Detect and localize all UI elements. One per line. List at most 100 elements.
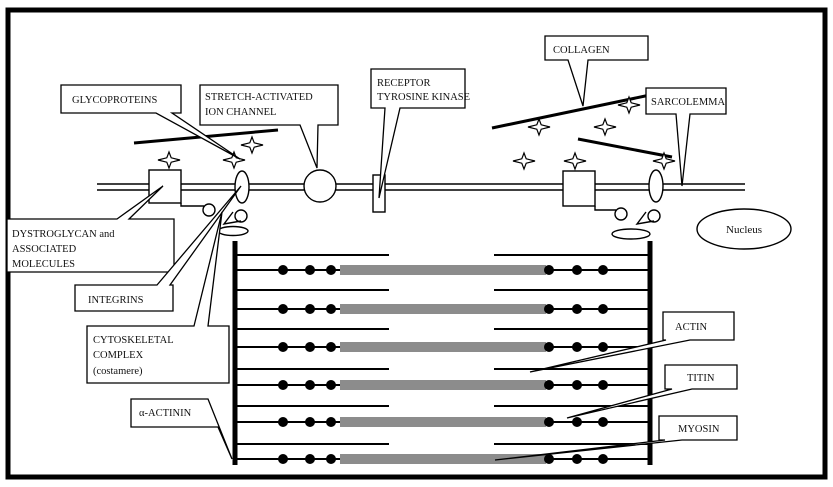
label-dystroglycan-1: DYSTROGLYCAN and xyxy=(12,229,115,240)
label-dystroglycan-2: ASSOCIATED xyxy=(12,244,77,255)
crossbridge-dot xyxy=(326,342,336,352)
myosin-filament xyxy=(340,265,546,275)
crossbridge-dot xyxy=(544,304,554,314)
stretch-channel xyxy=(303,169,337,203)
glycoprotein-stars xyxy=(157,95,676,171)
costamere-circle-right-1 xyxy=(614,207,628,221)
membrane-proteins xyxy=(148,169,664,240)
label-myosin: MYOSIN xyxy=(678,424,720,435)
callouts xyxy=(6,35,738,461)
crossbridge-dot xyxy=(598,342,608,352)
label-titin: TITIN xyxy=(687,373,715,384)
costamere-circle-left-2 xyxy=(234,209,248,223)
myosin-filament xyxy=(340,304,546,314)
crossbridge-dot xyxy=(544,342,554,352)
myosin-filament xyxy=(340,342,546,352)
receptor-callout xyxy=(370,68,466,199)
stretch-channel-callout xyxy=(199,84,339,169)
crossbridge-dot xyxy=(544,454,554,464)
crossbridge-dot xyxy=(305,380,315,390)
label-receptor-2: TYROSINE KINASE xyxy=(377,92,470,103)
glycoprotein-star-icon xyxy=(157,150,181,170)
crossbridge-dot xyxy=(305,417,315,427)
crossbridge-dot xyxy=(544,265,554,275)
crossbridge-dot xyxy=(544,417,554,427)
costamere-disc-left xyxy=(217,225,249,237)
label-actinin: α-ACTININ xyxy=(139,408,192,419)
actinin-callout xyxy=(130,398,233,460)
actin-callout xyxy=(529,311,735,373)
glycoprotein-star-icon xyxy=(222,150,246,170)
crossbridge-dot xyxy=(572,417,582,427)
crossbridge-dot xyxy=(305,454,315,464)
sarcolemma-callout xyxy=(645,87,727,187)
label-integrins: INTEGRINS xyxy=(88,295,144,306)
sarcomere-rows xyxy=(237,254,648,464)
label-cytoskeletal-2: COMPLEX xyxy=(93,350,144,361)
integrin-left xyxy=(234,170,250,204)
z-discs xyxy=(232,241,653,465)
label-sarcolemma: SARCOLEMMA xyxy=(651,97,726,108)
crossbridge-dot xyxy=(598,454,608,464)
crossbridge-dot xyxy=(326,380,336,390)
dystroglycan-right xyxy=(562,170,596,207)
crossbridge-dot xyxy=(278,454,288,464)
glycoprotein-star-icon xyxy=(512,151,536,171)
label-glycoproteins: GLYCOPROTEINS xyxy=(72,95,157,106)
dystroglycan-callout xyxy=(6,185,175,273)
integrin-right xyxy=(648,169,664,203)
myosin-callout xyxy=(494,415,738,461)
myosin-filament xyxy=(340,380,546,390)
crossbridge-dot xyxy=(326,454,336,464)
myosin-filament xyxy=(340,417,546,427)
crossbridge-dot xyxy=(598,265,608,275)
crossbridge-dot xyxy=(598,417,608,427)
costamere-circle-left-1 xyxy=(202,203,216,217)
crossbridge-dot xyxy=(278,342,288,352)
label-stretch-2: ION CHANNEL xyxy=(205,107,276,118)
crossbridge-dot xyxy=(572,304,582,314)
cytoskeletal-callout xyxy=(86,211,230,384)
crossbridge-dot xyxy=(572,265,582,275)
crossbridge-dot xyxy=(278,304,288,314)
crossbridge-dot xyxy=(598,304,608,314)
crossbridge-dot xyxy=(572,342,582,352)
label-collagen: COLLAGEN xyxy=(553,45,610,56)
glycoprotein-star-icon xyxy=(240,135,264,155)
labels: COLLAGEN GLYCOPROTEINS STRETCH-ACTIVATED… xyxy=(12,45,762,435)
label-stretch-1: STRETCH-ACTIVATED xyxy=(205,92,313,103)
glycoprotein-star-icon xyxy=(527,117,551,137)
crossbridge-dot xyxy=(544,380,554,390)
myosin-filament xyxy=(340,454,546,464)
glycoproteins-callout xyxy=(60,84,241,160)
costamere-circle-right-2 xyxy=(647,209,661,223)
label-cytoskeletal-1: CYTOSKELETAL xyxy=(93,335,174,346)
crossbridge-dot xyxy=(305,342,315,352)
crossbridge-dot xyxy=(572,454,582,464)
glycoprotein-star-icon xyxy=(593,117,617,137)
dystroglycan-left xyxy=(148,169,182,204)
collagen-callout xyxy=(544,35,649,107)
crossbridge-dot xyxy=(572,380,582,390)
crossbridge-dot xyxy=(326,417,336,427)
sarcolemma-membrane xyxy=(97,183,745,191)
glycoprotein-star-icon xyxy=(563,151,587,171)
label-dystroglycan-3: MOLECULES xyxy=(12,259,75,270)
titin-callout xyxy=(566,364,738,419)
crossbridge-dot xyxy=(598,380,608,390)
label-receptor-1: RECEPTOR xyxy=(377,78,430,89)
integrins-callout xyxy=(74,185,242,312)
crossbridge-dot xyxy=(305,304,315,314)
crossbridge-dot xyxy=(326,265,336,275)
crossbridge-dot xyxy=(326,304,336,314)
label-nucleus: Nucleus xyxy=(726,224,762,236)
glycoprotein-star-icon xyxy=(617,95,641,115)
crossbridge-dot xyxy=(278,265,288,275)
costamere-disc-right xyxy=(611,228,651,240)
label-cytoskeletal-3: (costamere) xyxy=(93,366,143,377)
crossbridge-dot xyxy=(278,380,288,390)
nucleus xyxy=(696,208,792,250)
label-actin: ACTIN xyxy=(675,322,707,333)
